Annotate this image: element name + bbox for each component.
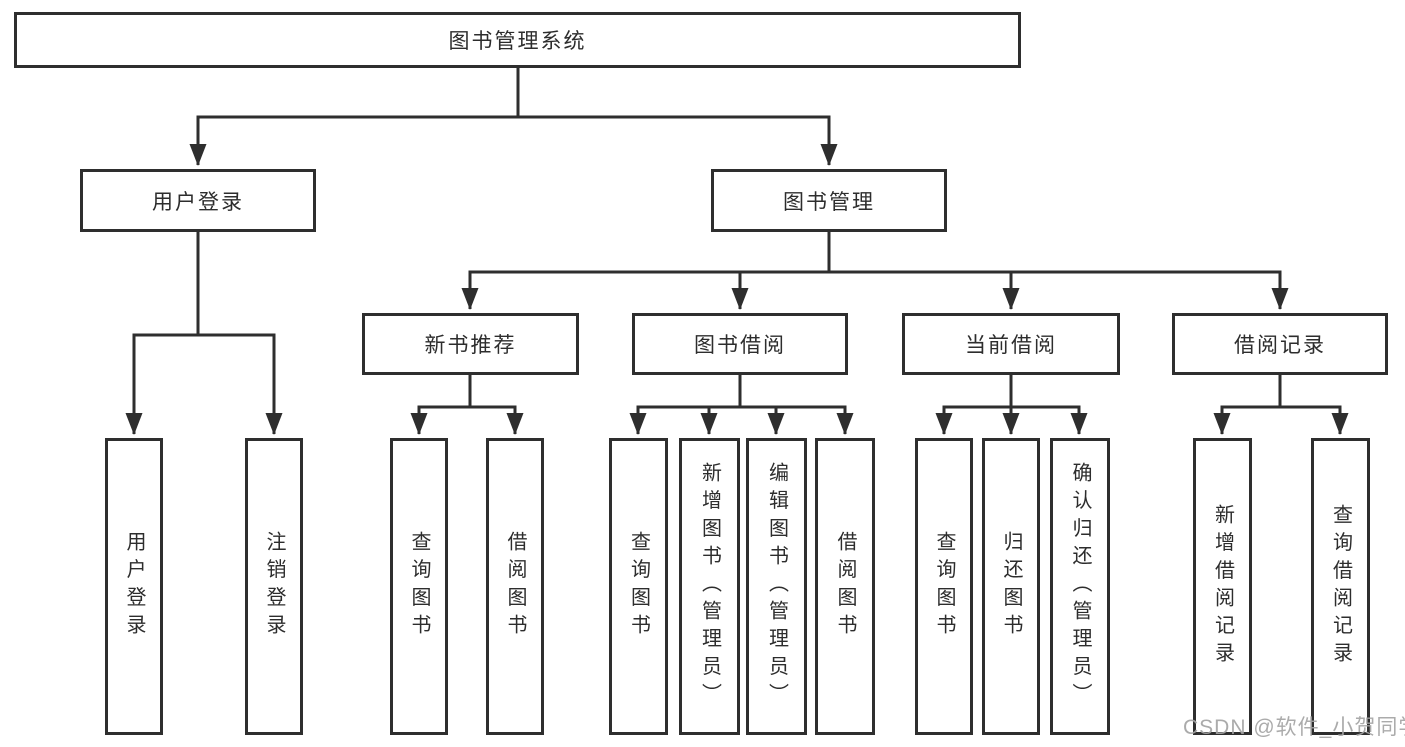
leaf-query-books-3: 查询图书 — [915, 438, 973, 735]
node-label: 用户登录 — [152, 190, 244, 214]
leaf-add-borrow-record: 新增借阅记录 — [1193, 438, 1252, 735]
node-root: 图书管理系统 — [14, 12, 1021, 68]
node-book-borrow: 图书借阅 — [632, 313, 848, 375]
leaf-confirm-return-admin: 确认归还（管理员） — [1050, 438, 1110, 735]
node-user-login-group: 用户登录 — [80, 169, 316, 232]
leaf-label: 确认归还（管理员） — [1069, 462, 1091, 711]
leaf-label: 注销登录 — [263, 531, 285, 642]
node-borrow-records: 借阅记录 — [1172, 313, 1388, 375]
node-current-borrow: 当前借阅 — [902, 313, 1120, 375]
node-label: 图书借阅 — [694, 334, 786, 357]
leaf-label: 查询图书 — [627, 531, 650, 642]
node-label: 当前借阅 — [965, 334, 1057, 357]
node-new-book-recommend: 新书推荐 — [362, 313, 579, 375]
node-label: 新书推荐 — [424, 334, 517, 357]
node-book-management: 图书管理 — [711, 169, 947, 232]
leaf-borrow-books-2: 借阅图书 — [815, 438, 875, 735]
leaf-query-books-2: 查询图书 — [609, 438, 668, 735]
leaf-label: 编辑图书（管理员） — [765, 462, 788, 711]
leaf-label: 新增借阅记录 — [1211, 503, 1234, 670]
node-root-label: 图书管理系统 — [448, 30, 587, 53]
leaf-label: 查询图书 — [933, 531, 955, 642]
leaf-label: 借阅图书 — [504, 531, 526, 642]
leaf-label: 查询借阅记录 — [1329, 503, 1352, 670]
leaf-query-borrow-record: 查询借阅记录 — [1311, 438, 1370, 735]
leaf-edit-book-admin: 编辑图书（管理员） — [746, 438, 807, 735]
leaf-query-books-1: 查询图书 — [390, 438, 448, 735]
leaf-label: 归还图书 — [1000, 531, 1022, 642]
leaf-label: 新增图书（管理员） — [698, 462, 721, 711]
leaf-user-login: 用户登录 — [105, 438, 163, 735]
leaf-borrow-books-1: 借阅图书 — [486, 438, 544, 735]
leaf-return-book: 归还图书 — [982, 438, 1040, 735]
leaf-label: 用户登录 — [123, 531, 145, 642]
node-label: 图书管理 — [783, 190, 875, 214]
leaf-logout: 注销登录 — [245, 438, 303, 735]
node-label: 借阅记录 — [1234, 334, 1326, 357]
csdn-watermark: CSDN @软件_小贺同学 — [1183, 716, 1405, 739]
leaf-label: 借阅图书 — [834, 531, 856, 642]
leaf-label: 查询图书 — [408, 531, 430, 642]
leaf-add-book-admin: 新增图书（管理员） — [679, 438, 740, 735]
